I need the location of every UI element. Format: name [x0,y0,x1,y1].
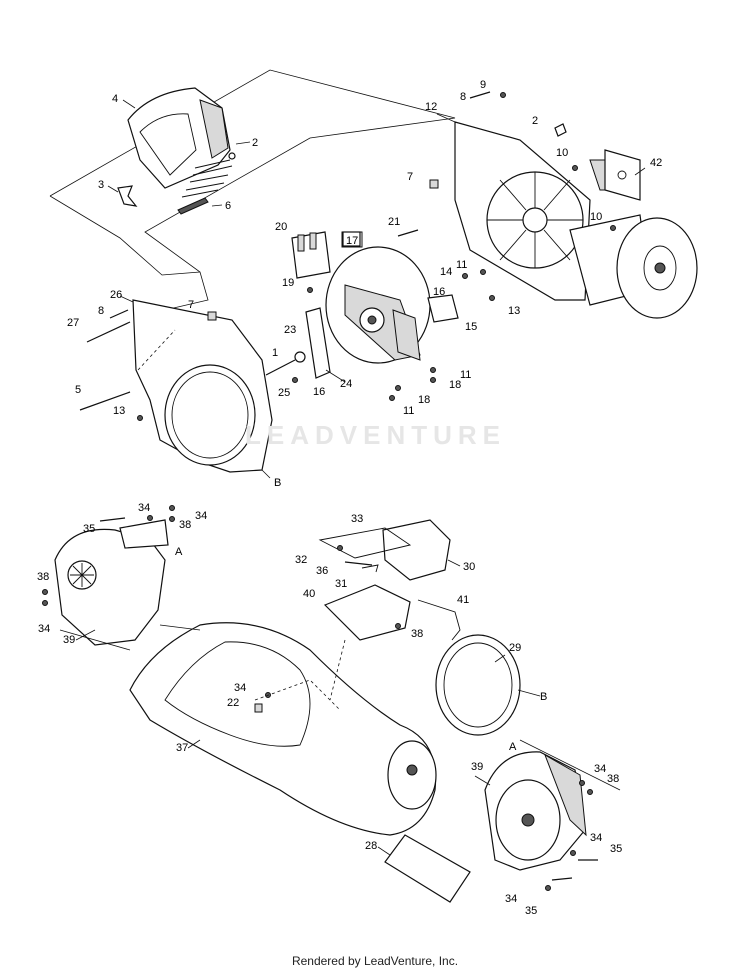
callout-10: 10 [590,211,602,223]
callout-7: 7 [188,299,194,311]
callout-3: 3 [98,179,104,191]
callout-32: 32 [295,554,307,566]
callout-B: B [540,691,547,703]
callout-11: 11 [403,405,414,417]
callout-7: 7 [407,171,413,183]
hardware-top [79,91,616,421]
spacer-plate [427,294,459,323]
chute-bracket [318,519,451,581]
callout-12: 12 [425,101,437,113]
callout-40: 40 [303,588,315,600]
callout-1: 1 [272,347,278,359]
bolt-bracket [291,231,331,279]
callout-8: 8 [98,305,104,317]
callout-34: 34 [505,893,517,905]
assembly-outline [49,69,456,311]
mount-bracket [604,149,641,201]
callout-38: 38 [37,571,49,583]
callout-23: 23 [284,324,296,336]
callout-38: 38 [179,519,191,531]
callout-30: 30 [463,561,475,573]
callout-13: 13 [113,405,125,417]
callout-29: 29 [509,642,521,654]
callout-11: 11 [456,259,467,271]
callout-17: 17 [346,235,358,247]
callout-35: 35 [610,843,622,855]
wheel-frame [569,214,698,319]
callout-21: 21 [388,216,400,228]
callout-34: 34 [590,832,602,844]
callout-34: 34 [234,682,246,694]
callout-38: 38 [411,628,423,640]
callout-37: 37 [176,742,188,754]
callout-28: 28 [365,840,377,852]
right-side-plate [454,121,641,301]
callout-34: 34 [195,510,207,522]
callout-34: 34 [138,502,150,514]
callout-35: 35 [83,523,95,535]
blower-housing-upper [132,299,273,473]
callout-19: 19 [282,277,294,289]
leader-lines [75,99,646,856]
callout-36: 36 [316,565,328,577]
callout-13: 13 [508,305,520,317]
callout-38: 38 [607,773,619,785]
callout-18: 18 [449,379,461,391]
callout-16: 16 [313,386,325,398]
callout-35: 35 [525,905,537,917]
impeller-hub-plate [325,231,431,364]
callout-33: 33 [351,513,363,525]
gasket-ring [435,634,521,736]
assembly-guides-lower [59,624,621,791]
right-side-housing [484,751,587,871]
callout-2: 2 [252,137,258,149]
watermark-text: LEADVENTURE [245,420,507,450]
callout-labels: 4 2 3 6 9 8 12 2 10 42 7 10 20 21 17 19 … [37,79,662,917]
callout-15: 15 [465,321,477,333]
callout-27: 27 [67,317,79,329]
callout-42: 42 [650,157,662,169]
scraper-bar [305,307,331,379]
callout-4: 4 [112,93,118,105]
callout-18: 18 [418,394,430,406]
skid-plate [384,834,471,903]
callout-5: 5 [75,384,81,396]
callout-20: 20 [275,221,287,233]
callout-34: 34 [594,763,606,775]
callout-11: 11 [460,369,471,381]
callout-10: 10 [556,147,568,159]
callout-39: 39 [63,634,75,646]
footer-credit: Rendered by LeadVenture, Inc. [291,954,459,968]
callout-26: 26 [110,289,122,301]
callout-B: B [274,477,281,489]
callout-A: A [175,546,183,558]
callout-14: 14 [440,266,452,278]
callout-39: 39 [471,761,483,773]
impeller-blade-set [177,152,236,215]
upper-housing-cover [127,87,231,189]
callout-8: 8 [460,91,466,103]
left-side-housing [54,519,169,646]
main-chute-body [129,622,437,836]
callout-9: 9 [480,79,486,91]
wing-knob [117,185,138,207]
hardware-bottom [42,505,598,891]
callout-25: 25 [278,387,290,399]
callout-22: 22 [227,697,239,709]
deflector-with-rod [323,584,461,641]
callout-17-box: 17 [341,231,363,248]
callout-6: 6 [225,200,231,212]
callout-16: 16 [433,286,445,298]
callout-34: 34 [38,623,50,635]
callout-A: A [509,741,517,753]
callout-41: 41 [457,594,469,606]
callout-31: 31 [335,578,347,590]
callout-2: 2 [532,115,538,127]
